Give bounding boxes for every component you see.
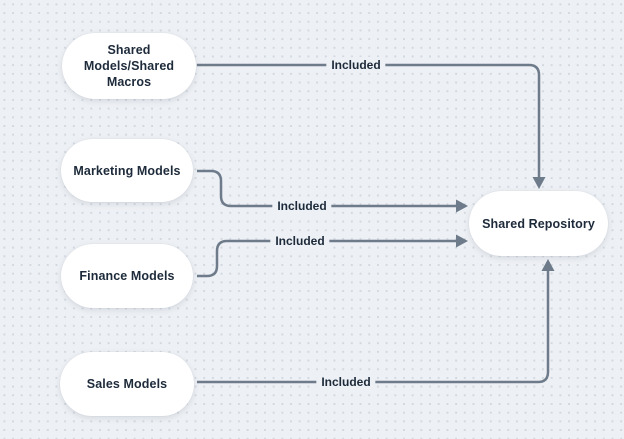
node-label-line: Models/Shared [83,59,175,73]
node-finance-models[interactable]: Finance Models [61,244,193,308]
node-label: Sales Models [86,377,168,391]
node-sales-models[interactable]: Sales Models [60,352,194,416]
edge-label-included[interactable]: Included [326,57,386,73]
edge-finance-to-repository[interactable] [197,234,468,278]
node-label: Shared Repository [482,216,595,231]
node-label: Shared Models/Shared Macros [84,42,174,90]
edge-marketing-to-repository[interactable] [197,169,468,213]
edge-sales-to-repository[interactable] [197,259,555,384]
arrowhead-right-icon [456,199,468,213]
node-shared-models-shared-macros[interactable]: Shared Models/Shared Macros [62,33,196,99]
node-label-line: Shared [107,43,151,57]
node-label: Marketing Models [73,163,181,178]
node-label-line: Macros [106,75,152,89]
arrowhead-right-icon [456,234,468,248]
arrowhead-up-icon [541,259,555,271]
connector-line [197,169,456,208]
edge-label-included[interactable]: Included [316,374,376,390]
connector-line [197,239,456,278]
edge-label-included[interactable]: Included [270,233,330,249]
edge-shared-models-to-repository[interactable] [197,63,546,189]
node-label: Finance Models [79,269,175,283]
arrowhead-down-icon [532,177,546,189]
connector-line [197,63,541,177]
node-marketing-models[interactable]: Marketing Models [61,139,193,202]
connector-line [197,271,550,384]
edge-label-included[interactable]: Included [272,198,332,214]
node-shared-repository[interactable]: Shared Repository [469,191,608,256]
